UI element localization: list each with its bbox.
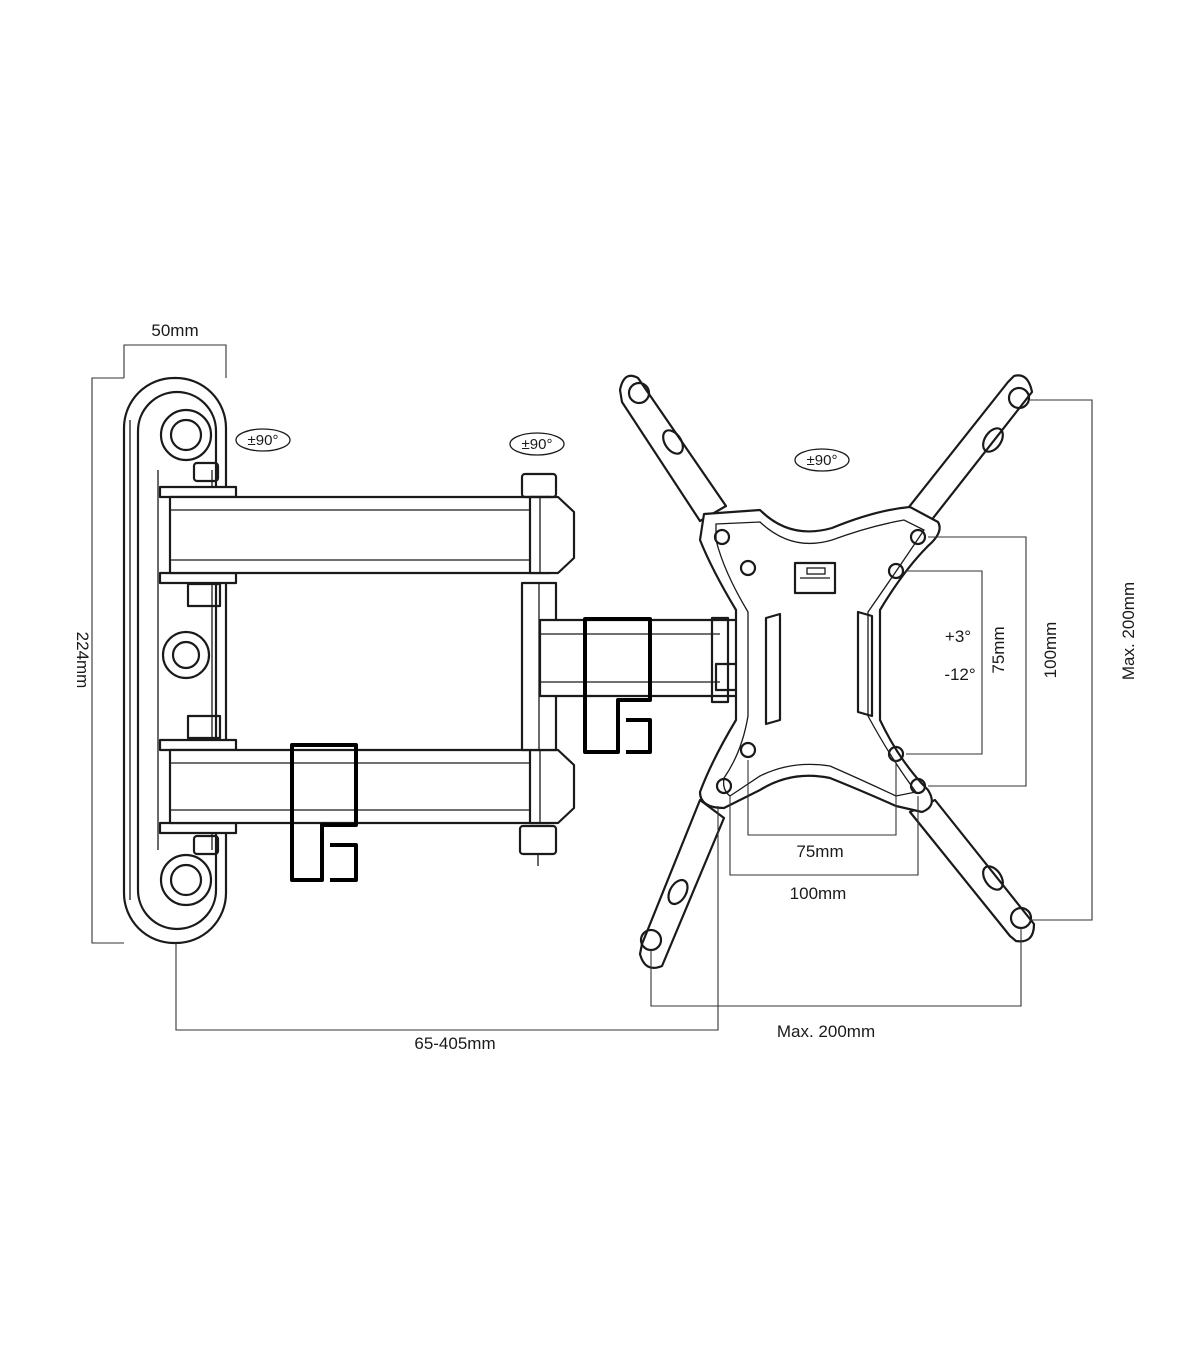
rotation-plate-label: ±90°	[807, 452, 838, 469]
swivel-middle-label: ±90°	[522, 436, 553, 453]
vesa-max-v-label: Max. 200mm	[1119, 582, 1138, 680]
vesa-small-h-label: 75mm	[796, 842, 843, 861]
vesa-small-v-label: 75mm	[989, 626, 1008, 673]
cable-clips	[290, 617, 652, 882]
vesa-large-h-label: 100mm	[790, 884, 847, 903]
tilt-arm	[538, 616, 742, 704]
wall-plate	[122, 376, 228, 945]
vesa-max-h-label: Max. 200mm	[777, 1022, 875, 1041]
dimension-lines	[91, 344, 1093, 1031]
lower-arm	[158, 738, 576, 866]
vesa-bracket	[618, 374, 1036, 969]
upper-arm	[158, 472, 576, 585]
vesa-large-v-label: 100mm	[1041, 622, 1060, 679]
swivel-wall-label: ±90°	[248, 432, 279, 449]
tilt-down-label: -12°	[944, 665, 975, 684]
extension-range-label: 65-405mm	[414, 1034, 495, 1053]
wall-plate-width-label: 50mm	[151, 321, 198, 340]
wall-plate-height-label: 224mm	[73, 632, 92, 689]
rotation-symbols	[235, 428, 850, 472]
tilt-up-label: +3°	[945, 627, 971, 646]
